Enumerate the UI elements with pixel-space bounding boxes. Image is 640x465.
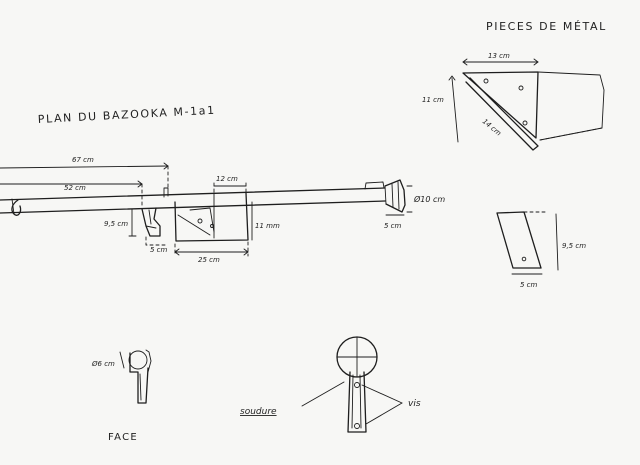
screw-label: vis: [408, 399, 421, 409]
dim-strip-width: 5 cm: [520, 281, 538, 289]
dim-strip-height: 9,5 cm: [562, 242, 586, 250]
metal-strip-parallelogram: [496, 211, 559, 275]
bazooka-tube: [0, 179, 406, 216]
metal-parts-title: PIECES DE MÉTAL: [486, 20, 607, 33]
dim-grip-height: 9,5 cm: [104, 220, 128, 228]
dim-grip-width: 5 cm: [150, 246, 168, 254]
dim-barrel-diameter: Ø10 cm: [413, 194, 445, 204]
dim-plate-diagonal: 14 cm: [481, 117, 503, 137]
face-label: FACE: [108, 432, 138, 443]
dim-bracket-width: 12 cm: [216, 175, 238, 183]
shoulder-bracket: [174, 192, 249, 257]
pistol-grip: [141, 207, 167, 246]
dim-plate-top: 13 cm: [488, 52, 510, 60]
rear-sight: [163, 187, 169, 198]
dim-muzzle-length: 5 cm: [384, 222, 402, 230]
plan-title: PLAN DU BAZOOKA M-1a1: [37, 104, 215, 126]
metal-plate-triangle: [448, 58, 605, 151]
face-view-grip: [119, 349, 152, 404]
dimension-lines: [0, 162, 413, 256]
cross-section-view: [301, 336, 403, 433]
dim-bracket-length: 25 cm: [198, 256, 220, 264]
dim-bracket-height: 11 mm: [255, 222, 280, 230]
dim-face-diameter: Ø6 cm: [91, 360, 115, 368]
dim-to-grip: 52 cm: [64, 184, 86, 192]
dim-overall: 67 cm: [72, 156, 94, 164]
dim-plate-side: 11 cm: [422, 96, 444, 104]
weld-label: soudure: [240, 407, 277, 417]
